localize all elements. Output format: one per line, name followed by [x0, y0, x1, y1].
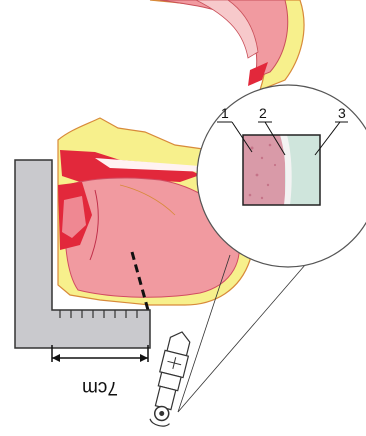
label-layer-2: 2 [259, 105, 267, 121]
microscopy-inset [243, 135, 320, 205]
ultrasound-probe [147, 329, 194, 428]
scale-distance-label: 7cm [82, 377, 118, 398]
label-layer-1: 1 [221, 105, 229, 121]
scale-bar: 7cm [52, 345, 148, 398]
upper-tissue-band [150, 0, 304, 90]
magnified-view: 1 2 3 [197, 85, 366, 267]
label-layer-3: 3 [338, 105, 346, 121]
